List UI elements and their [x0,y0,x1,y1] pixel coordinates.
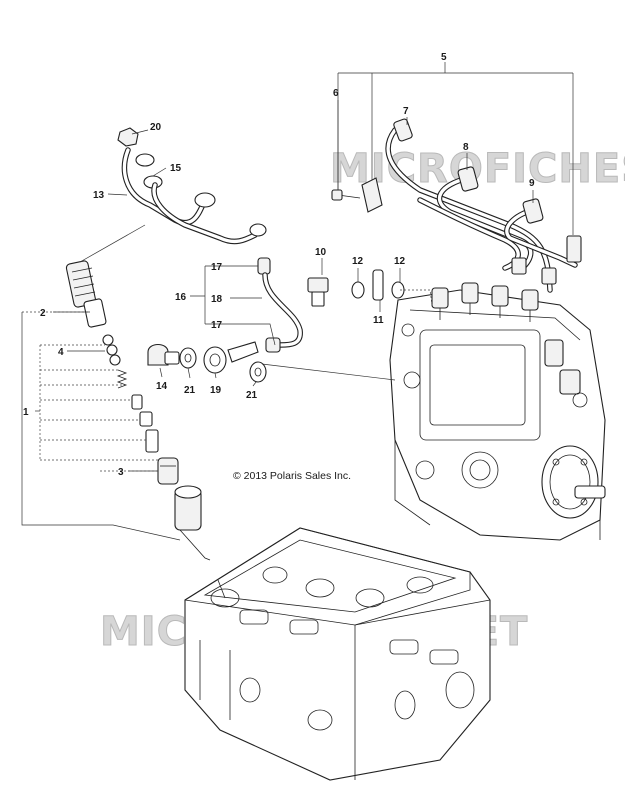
overflow-hose-group [257,257,303,353]
watermark-top: MICROFICHES.NET [330,146,625,192]
injection-lines-group [331,118,582,293]
callout-9: 9 [529,178,535,189]
callout-12-right: 12 [394,256,406,267]
callout-21-left: 21 [184,385,196,396]
callout-21-right: 21 [246,390,258,401]
injection-pump [389,282,606,541]
callout-4: 4 [58,347,64,358]
callout-16: 16 [175,292,187,303]
small-parts [147,269,433,383]
callout-6: 6 [333,88,339,99]
leader-lines [21,62,574,541]
callout-12-left: 12 [352,256,364,267]
callout-20: 20 [150,122,162,133]
callout-19: 19 [210,385,222,396]
callout-15: 15 [170,163,182,174]
callout-7: 7 [403,106,409,117]
callout-5: 5 [441,52,447,63]
cylinder-head [184,527,491,781]
injector-assembly [65,127,267,561]
callout-11: 11 [373,315,384,326]
callout-14: 14 [156,381,168,392]
callout-2: 2 [40,308,46,319]
copyright-notice: © 2013 Polaris Sales Inc. [233,470,351,482]
callout-3: 3 [118,467,124,478]
callout-17-top: 17 [211,262,223,273]
callout-13: 13 [93,190,105,201]
callout-10: 10 [315,247,327,258]
callout-17-bottom: 17 [211,320,223,331]
callout-1: 1 [23,407,29,418]
callout-labels: 5 6 7 8 9 20 15 13 2 4 1 3 17 16 18 17 1… [23,52,535,478]
callout-8: 8 [463,142,469,153]
callout-18: 18 [211,294,223,305]
